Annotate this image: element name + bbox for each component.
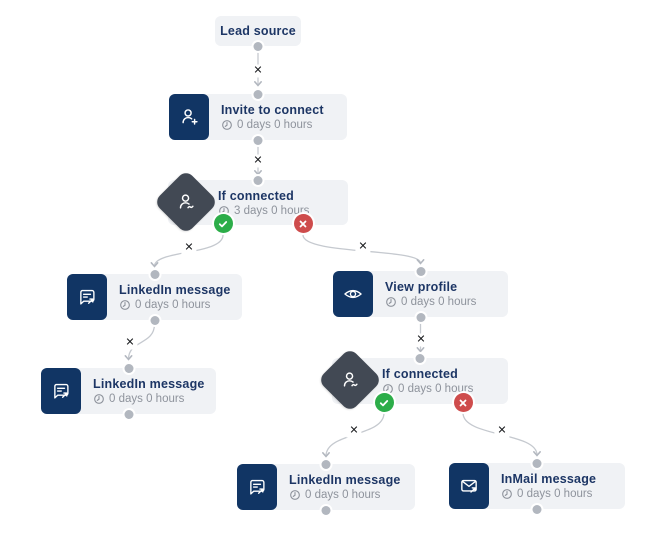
check-icon [378, 397, 390, 409]
delay-text: 0 days 0 hours [237, 119, 313, 131]
clock-icon [501, 488, 513, 500]
success-port[interactable] [213, 214, 233, 233]
node-delay: 0 days 0 hours [221, 119, 324, 131]
connector-dot[interactable] [150, 269, 159, 279]
failure-port[interactable] [453, 393, 473, 412]
node-title: LinkedIn message [289, 473, 401, 487]
edge-x-marker[interactable]: ✕ [413, 333, 429, 347]
edge-x-marker[interactable]: ✕ [122, 336, 138, 350]
delay-text: 0 days 0 hours [398, 383, 474, 395]
check-icon [217, 218, 229, 230]
clock-icon [385, 296, 397, 308]
connector-dot[interactable] [415, 353, 425, 363]
user-check-icon [153, 169, 219, 235]
node-linkedin-message-2[interactable]: LinkedIn message 0 days 0 hours [41, 363, 216, 419]
clock-icon [119, 299, 131, 311]
node-title: Invite to connect [221, 103, 324, 117]
connector-dot[interactable] [416, 312, 425, 322]
failure-port[interactable] [293, 214, 313, 233]
node-inmail-message[interactable]: InMail message 0 days 0 hours [449, 458, 625, 514]
connector-dot[interactable] [253, 135, 263, 145]
user-check-icon [317, 347, 383, 413]
node-if-connected-1[interactable]: If connected 3 days 0 hours [153, 169, 348, 235]
delay-text: 0 days 0 hours [109, 393, 185, 405]
edge-x-marker[interactable]: ✕ [346, 424, 362, 438]
edge-x-marker[interactable]: ✕ [250, 154, 266, 168]
node-linkedin-message-3[interactable]: LinkedIn message 0 days 0 hours [237, 459, 415, 515]
node-lead-source[interactable]: Lead source [215, 16, 301, 51]
node-title: If connected [218, 188, 295, 203]
chat-forward-icon [41, 368, 81, 414]
edge-x-marker[interactable]: ✕ [250, 64, 266, 78]
delay-text: 0 days 0 hours [401, 296, 477, 308]
node-if-connected-2[interactable]: If connected 0 days 0 hours [317, 347, 508, 413]
edge-x-marker[interactable]: ✕ [494, 424, 510, 438]
connector-dot[interactable] [124, 363, 133, 373]
success-port[interactable] [374, 393, 394, 412]
node-title: LinkedIn message [119, 283, 231, 297]
chat-forward-icon [237, 464, 277, 510]
delay-text: 0 days 0 hours [305, 489, 381, 501]
connector-dot[interactable] [124, 409, 133, 419]
chat-forward-icon [67, 274, 107, 320]
connector-dot[interactable] [321, 459, 331, 469]
connector-dot[interactable] [416, 266, 425, 276]
clock-icon [289, 489, 301, 501]
clock-icon [93, 393, 105, 405]
edge-x-marker[interactable]: ✕ [181, 241, 197, 255]
node-delay: 0 days 0 hours [382, 383, 473, 395]
node-delay: 3 days 0 hours [218, 205, 309, 217]
node-delay: 0 days 0 hours [119, 299, 231, 311]
node-title: InMail message [501, 472, 597, 486]
connector-dot[interactable] [253, 41, 263, 51]
connector-dot[interactable] [532, 458, 542, 468]
connector-dot[interactable] [532, 504, 542, 514]
connector-dot[interactable] [253, 89, 263, 99]
edge-x-marker[interactable]: ✕ [355, 240, 371, 254]
node-delay: 0 days 0 hours [289, 489, 401, 501]
node-title: View profile [385, 280, 458, 294]
delay-text: 3 days 0 hours [234, 204, 310, 217]
node-title: Lead source [220, 24, 296, 38]
node-delay: 0 days 0 hours [385, 296, 476, 308]
node-delay: 0 days 0 hours [93, 393, 205, 405]
node-title: If connected [382, 367, 459, 381]
connector-dot[interactable] [150, 315, 159, 325]
connector-dot[interactable] [321, 505, 331, 515]
clock-icon [221, 119, 233, 131]
connector-dot[interactable] [253, 175, 263, 185]
node-invite-to-connect[interactable]: Invite to connect 0 days 0 hours [169, 89, 347, 145]
x-circle-icon [297, 218, 309, 230]
x-circle-icon [457, 397, 469, 409]
eye-icon [333, 271, 373, 317]
node-linkedin-message-1[interactable]: LinkedIn message 0 days 0 hours [67, 269, 242, 325]
user-plus-icon [169, 94, 209, 140]
node-title: LinkedIn message [93, 377, 205, 391]
node-view-profile[interactable]: View profile 0 days 0 hours [333, 266, 508, 322]
delay-text: 0 days 0 hours [517, 488, 593, 500]
mail-forward-icon [449, 463, 489, 509]
node-delay: 0 days 0 hours [501, 488, 596, 500]
delay-text: 0 days 0 hours [135, 299, 211, 311]
